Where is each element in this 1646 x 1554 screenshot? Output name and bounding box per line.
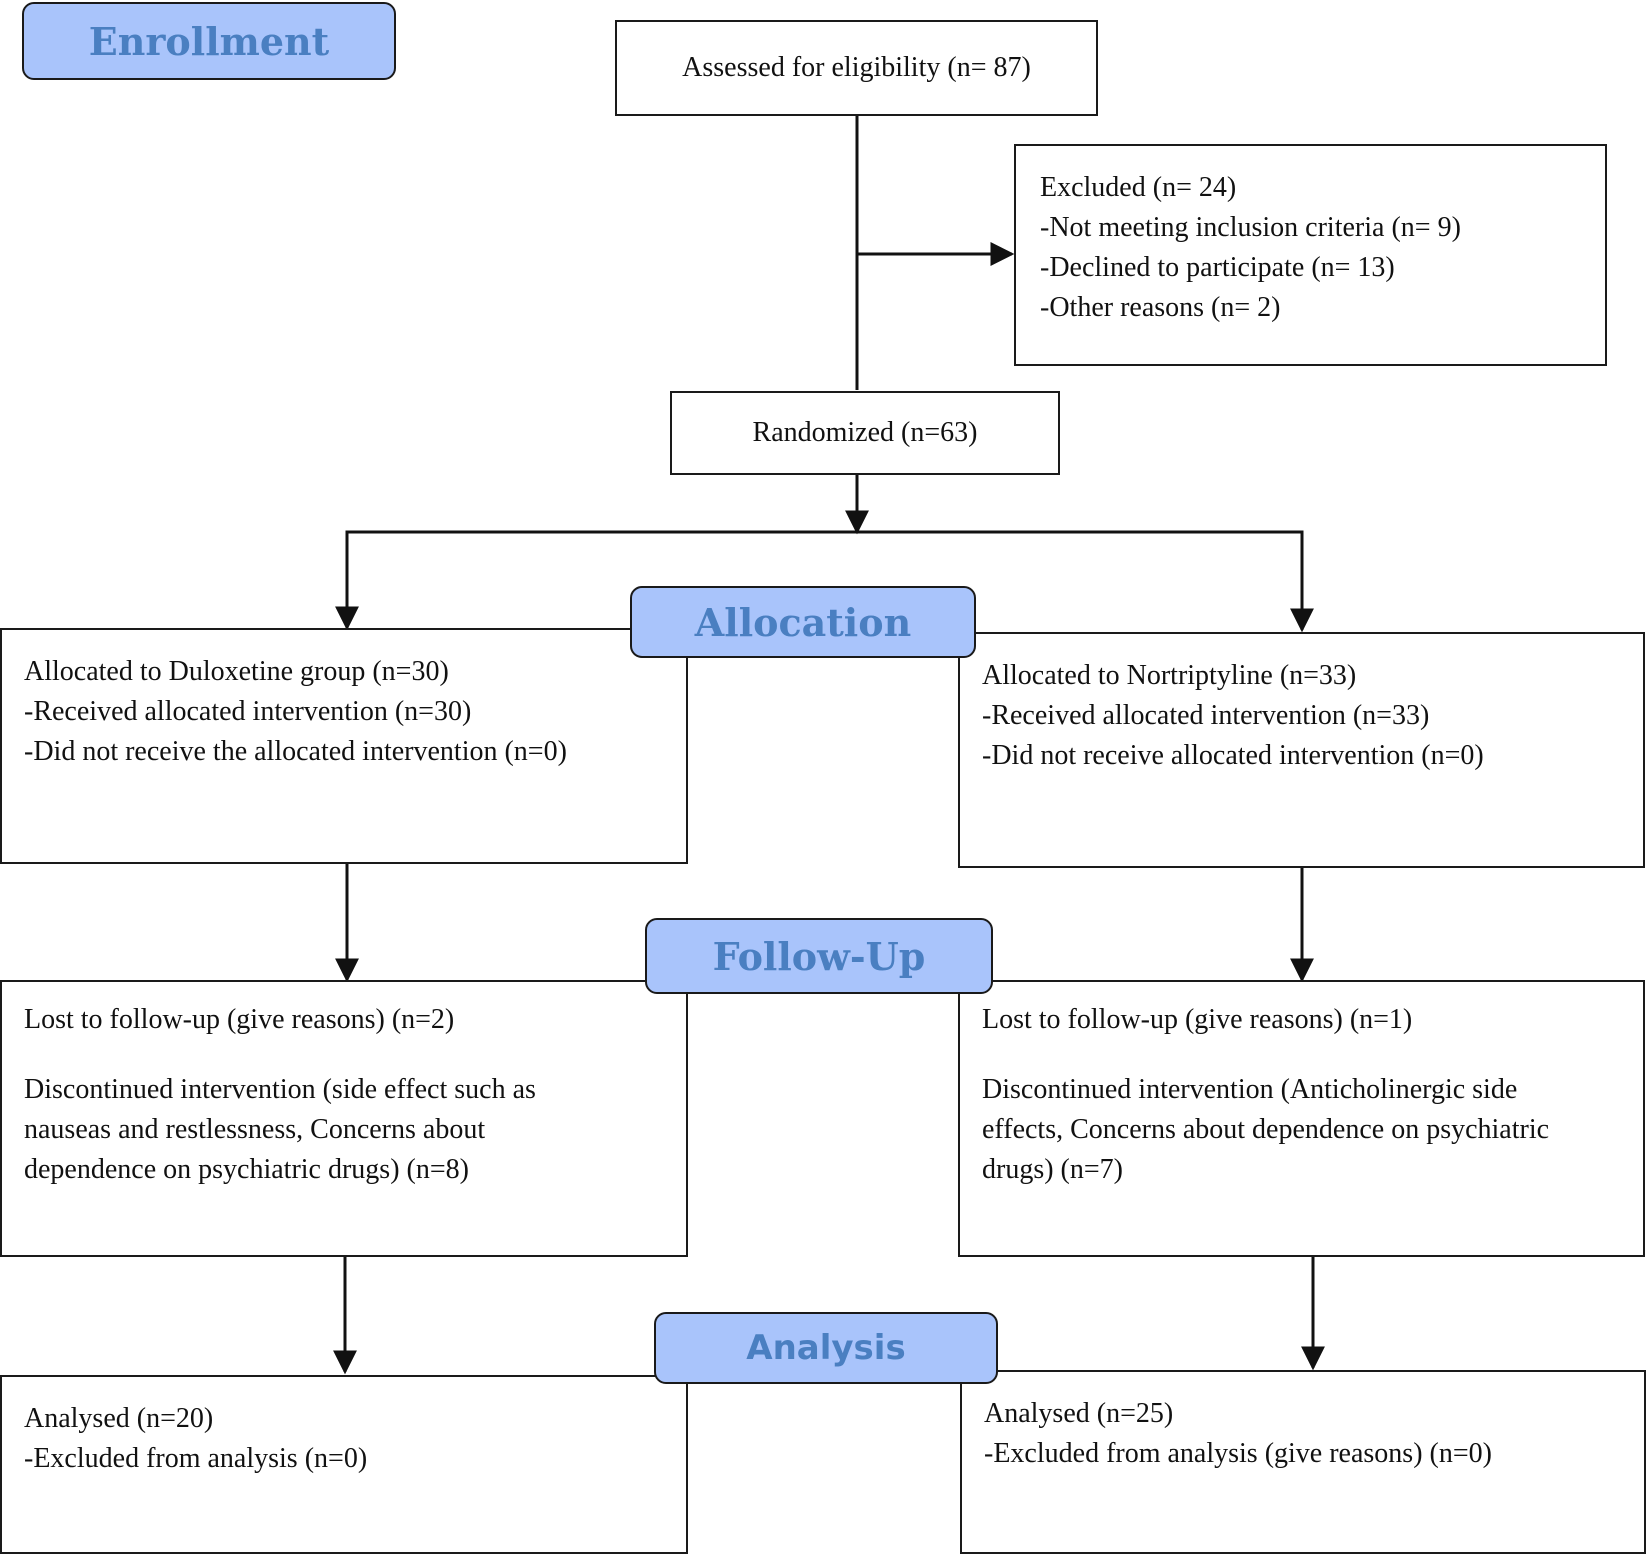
assessed-text: Assessed for eligibility (n= 87) xyxy=(682,52,1031,83)
discontinued-line: Discontinued intervention (side effect s… xyxy=(24,1074,536,1105)
discontinued-line: drugs) (n=7) xyxy=(982,1154,1123,1185)
analysis-line: -Excluded from analysis (give reasons) (… xyxy=(984,1438,1492,1469)
excluded-line: Excluded (n= 24) xyxy=(1040,172,1237,203)
randomized-box: Randomized (n=63) xyxy=(670,391,1060,475)
analysis-duloxetine-box: Analysed (n=20) -Excluded from analysis … xyxy=(0,1375,688,1554)
allocation-line: -Did not receive allocated intervention … xyxy=(982,740,1484,771)
analysis-line: Analysed (n=25) xyxy=(984,1398,1174,1429)
lost-followup-text: Lost to follow-up (give reasons) (n=2) xyxy=(24,1004,455,1035)
allocation-line: -Received allocated intervention (n=33) xyxy=(982,700,1430,731)
connector-split-bar xyxy=(345,530,1304,626)
analysis-line: Analysed (n=20) xyxy=(24,1403,214,1434)
phase-enrollment: Enrollment xyxy=(22,2,396,80)
allocation-duloxetine-box: Allocated to Duloxetine group (n=30) -Re… xyxy=(0,628,688,864)
phase-follow-up: Follow-Up xyxy=(645,918,993,994)
excluded-line: -Not meeting inclusion criteria (n= 9) xyxy=(1040,212,1461,243)
followup-duloxetine-box: Lost to follow-up (give reasons) (n=2) D… xyxy=(0,980,688,1257)
excluded-line: -Other reasons (n= 2) xyxy=(1040,292,1281,323)
discontinued-line: Discontinued intervention (Anticholinerg… xyxy=(982,1074,1518,1105)
excluded-box: Excluded (n= 24) -Not meeting inclusion … xyxy=(1014,144,1607,366)
analysis-nortriptyline-box: Analysed (n=25) -Excluded from analysis … xyxy=(960,1370,1646,1554)
lost-followup-text: Lost to follow-up (give reasons) (n=1) xyxy=(982,1004,1413,1035)
excluded-line: -Declined to participate (n= 13) xyxy=(1040,252,1395,283)
analysis-line: -Excluded from analysis (n=0) xyxy=(24,1443,368,1474)
randomized-text: Randomized (n=63) xyxy=(752,417,978,448)
discontinued-line: dependence on psychiatric drugs) (n=8) xyxy=(24,1154,469,1185)
discontinued-line: effects, Concerns about dependence on ps… xyxy=(982,1114,1550,1145)
allocation-line: Allocated to Duloxetine group (n=30) xyxy=(24,656,449,687)
allocation-line: -Received allocated intervention (n=30) xyxy=(24,696,472,727)
allocation-nortriptyline-box: Allocated to Nortriptyline (n=33) -Recei… xyxy=(958,632,1645,868)
phase-analysis: Analysis xyxy=(654,1312,998,1384)
followup-nortriptyline-box: Lost to follow-up (give reasons) (n=1) D… xyxy=(958,980,1645,1257)
discontinued-line: nauseas and restlessness, Concerns about xyxy=(24,1114,486,1145)
assessed-box: Assessed for eligibility (n= 87) xyxy=(615,20,1098,116)
allocation-line: -Did not receive the allocated intervent… xyxy=(24,736,567,767)
allocation-line: Allocated to Nortriptyline (n=33) xyxy=(982,660,1357,691)
phase-allocation: Allocation xyxy=(630,586,976,658)
